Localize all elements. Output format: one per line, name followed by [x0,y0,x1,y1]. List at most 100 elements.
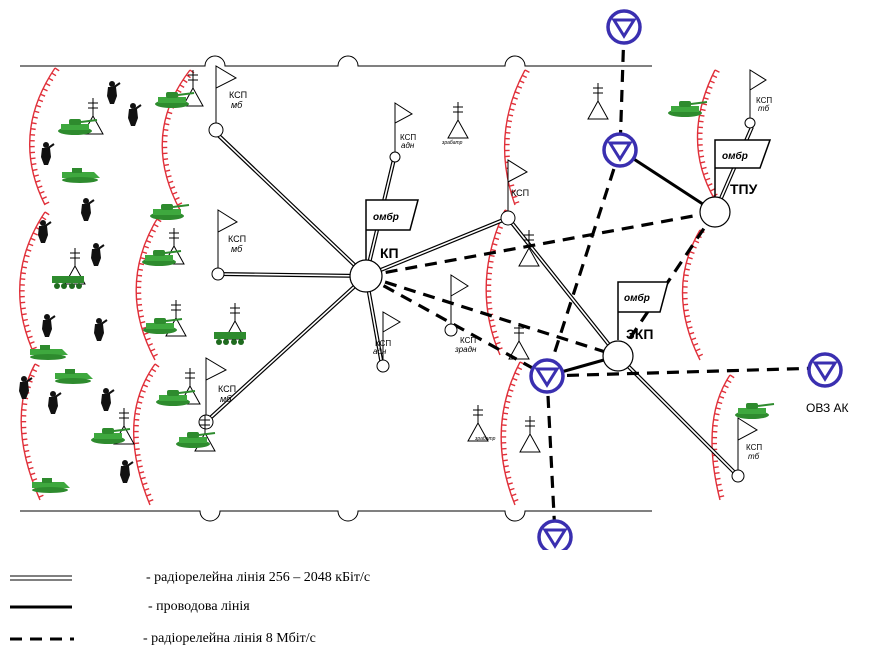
front-line-hatch [506,119,513,123]
front-line-hatch [136,303,143,306]
front-line-hatch [695,348,701,352]
front-line-hatch [713,418,719,422]
front-line-hatch [698,149,704,152]
front-line-hatch [691,337,697,341]
front-line-hatch [134,448,140,451]
front-line-hatch [163,158,169,161]
front-line-hatch [698,120,704,123]
kp-circle [349,259,383,293]
front-line-hatch [490,248,497,252]
front-line-hatch [143,332,149,336]
front-line-hatch [488,260,494,263]
front-line-hatch [513,498,519,503]
front-line-hatch [41,216,47,221]
front-line-hatch [699,155,705,158]
front-line-hatch [31,346,37,350]
front-line-hatch [186,74,191,79]
svg-text:зрадн: зрадн [454,345,477,354]
front-line-hatch [150,229,156,233]
front-line-hatch [717,401,723,405]
front-line-hatch [140,256,146,260]
front-line-hatch [134,412,141,415]
front-line-hatch [729,374,735,379]
front-line-hatch [511,493,517,497]
front-line-hatch [693,342,699,347]
dashed-line-icon [10,637,74,641]
front-line-hatch [26,248,32,252]
front-line-hatch [683,309,689,312]
front-line-hatch [510,102,517,106]
front-line-hatch [135,453,141,457]
relay-station-icon [537,519,573,550]
front-line-hatch [27,335,33,339]
svg-text:тб: тб [748,452,760,461]
svg-text:ТПУ: ТПУ [730,181,758,197]
svg-text:ОВЗ АК: ОВЗ АК [806,401,849,415]
front-line-hatch [700,108,706,112]
front-line-hatch [140,476,146,480]
front-line-hatch [687,256,693,260]
front-line-hatch [684,315,690,318]
front-line-hatch [689,251,695,255]
front-line-hatch [510,189,516,193]
front-line-hatch [707,183,713,187]
front-line-hatch [142,482,148,486]
svg-text:КСП: КСП [756,96,772,105]
svg-text:омбр: омбр [624,292,650,304]
communications-scheme: КСП мб КСП мб КСП мб КСП адн КСП адн КСП… [18,9,849,550]
front-line-hatch [716,483,722,486]
front-line-hatch [506,476,512,480]
front-line-hatch [163,163,170,167]
front-line-hatch [31,122,37,125]
front-line-hatch [686,262,692,266]
front-line-hatch [32,368,38,373]
front-line-hatch [492,243,498,246]
front-line-hatch [151,368,157,373]
front-line-hatch [148,234,154,238]
svg-text:мб: мб [231,100,243,110]
front-line-hatch [138,262,145,266]
tank-icon [57,118,98,136]
front-line-hatch [713,466,719,469]
front-line-hatch [30,128,36,131]
front-line-hatch [165,117,171,120]
legend-rrl-low: - радіорелейна лінія 256 – 2048 кБіт/с [0,568,870,592]
front-line-hatch [683,303,689,306]
front-line-hatch [34,363,40,367]
front-line-hatch [24,449,30,453]
radio-relay-low-links [206,126,754,478]
front-line-hatch [168,180,174,184]
front-line-hatch [152,353,158,358]
front-line-hatch [512,195,518,199]
front-line-hatch [54,67,60,72]
front-line-hatch [153,223,159,228]
front-line-hatch [136,459,142,463]
front-line-hatch [25,330,31,333]
front-line-hatch [521,74,528,79]
front-line-hatch [145,337,151,341]
front-line-hatch [517,366,523,371]
front-line-hatch [699,114,705,117]
front-line-hatch [145,239,152,244]
front-line-hatch [38,494,44,498]
front-line-hatch [489,254,495,258]
tpu-circle [699,196,731,228]
sector-boundaries [20,55,652,522]
front-line-hatch [519,80,525,84]
ombr-flags [365,139,772,340]
front-line-hatch [22,318,28,322]
front-line-hatch [507,482,513,485]
front-line-hatch [509,108,515,111]
svg-text:КСП: КСП [228,234,246,244]
front-line-hatch [142,384,149,388]
front-line-hatch [715,407,721,410]
wire-links [546,148,716,378]
front-line-hatch [137,309,143,312]
svg-text:КСП: КСП [400,133,416,142]
front-line-hatch [34,110,40,114]
front-line-hatch [32,116,38,119]
front-line-hatch [714,471,720,475]
legend-rrl-high-text: - радіорелейна лінія 8 Мбіт/с [143,631,316,646]
front-line-hatch [176,89,182,94]
front-line-hatch [490,324,496,328]
